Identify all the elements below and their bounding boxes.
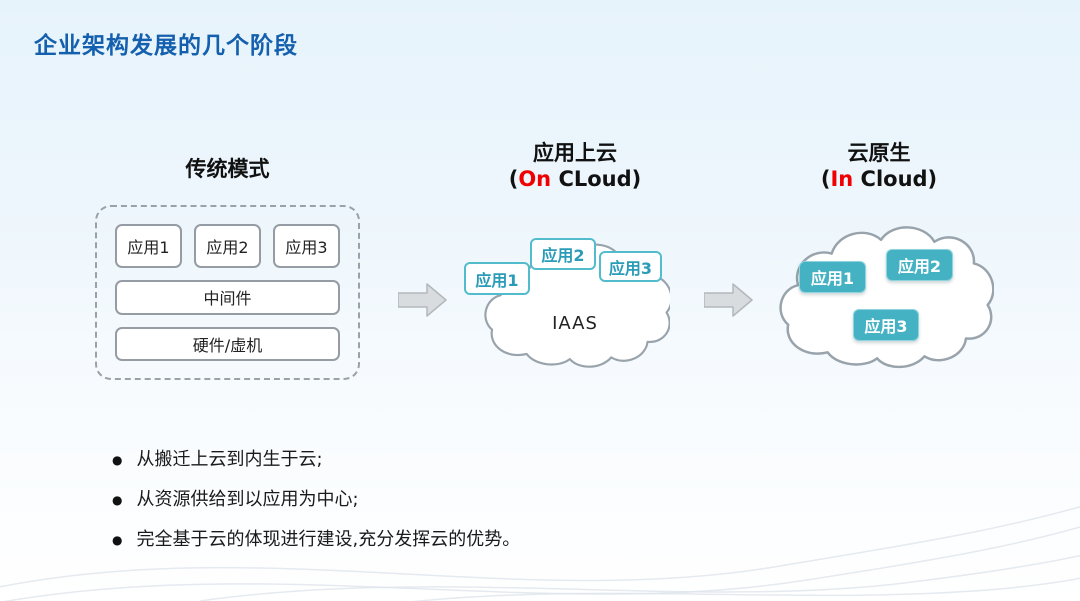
traditional-stack-container: 应用1 应用2 应用3 中间件 硬件/虚机 (95, 205, 360, 380)
middleware-box: 中间件 (115, 280, 340, 315)
stage2-heading: 应用上云 (On CLoud) (470, 140, 680, 192)
stage2-subtitle-highlight: On (518, 167, 552, 191)
list-item: ● 完全基于云的体现进行建设,充分发挥云的优势。 (112, 528, 520, 552)
app-box-1: 应用1 (115, 224, 182, 268)
app-box-3: 应用3 (273, 224, 340, 268)
flow-arrow-icon (704, 283, 753, 317)
bullet-list: ● 从搬迁上云到内生于云; ● 从资源供给到以应用为中心; ● 完全基于云的体现… (112, 448, 520, 552)
stage3-title: 云原生 (847, 141, 911, 165)
flow-arrow-icon (398, 283, 447, 317)
stage3-subtitle: (In Cloud) (820, 167, 938, 191)
incloud-app-chip-3: 应用3 (853, 309, 919, 341)
incloud-app-chip-1: 应用1 (799, 261, 866, 293)
incloud-app-chip-2: 应用2 (886, 249, 953, 281)
iaas-label: IAAS (552, 313, 598, 334)
traditional-apps-row: 应用1 应用2 应用3 (115, 224, 340, 268)
stage3-heading: 云原生 (In Cloud) (784, 140, 974, 192)
bullet-icon: ● (112, 453, 123, 467)
cloud-shape-native (779, 226, 994, 369)
list-item: ● 从搬迁上云到内生于云; (112, 448, 520, 472)
bullet-text: 完全基于云的体现进行建设,充分发挥云的优势。 (136, 529, 521, 550)
stage2-subtitle: (On CLoud) (508, 167, 642, 191)
page-title: 企业架构发展的几个阶段 (34, 33, 298, 59)
stage2-title: 应用上云 (533, 141, 617, 165)
bullet-text: 从搬迁上云到内生于云; (136, 449, 323, 470)
oncloud-app-chip-2: 应用2 (530, 238, 596, 270)
bullet-icon: ● (112, 533, 123, 547)
stage3-subtitle-highlight: In (830, 167, 854, 191)
stage1-heading: 传统模式 (185, 157, 270, 181)
list-item: ● 从资源供给到以应用为中心; (112, 488, 520, 512)
bullet-text: 从资源供给到以应用为中心; (136, 489, 359, 510)
hardware-box: 硬件/虚机 (115, 326, 340, 361)
oncloud-app-chip-3: 应用3 (599, 251, 662, 282)
bullet-icon: ● (112, 493, 123, 507)
oncloud-app-chip-1: 应用1 (464, 262, 530, 295)
app-box-2: 应用2 (194, 224, 261, 268)
